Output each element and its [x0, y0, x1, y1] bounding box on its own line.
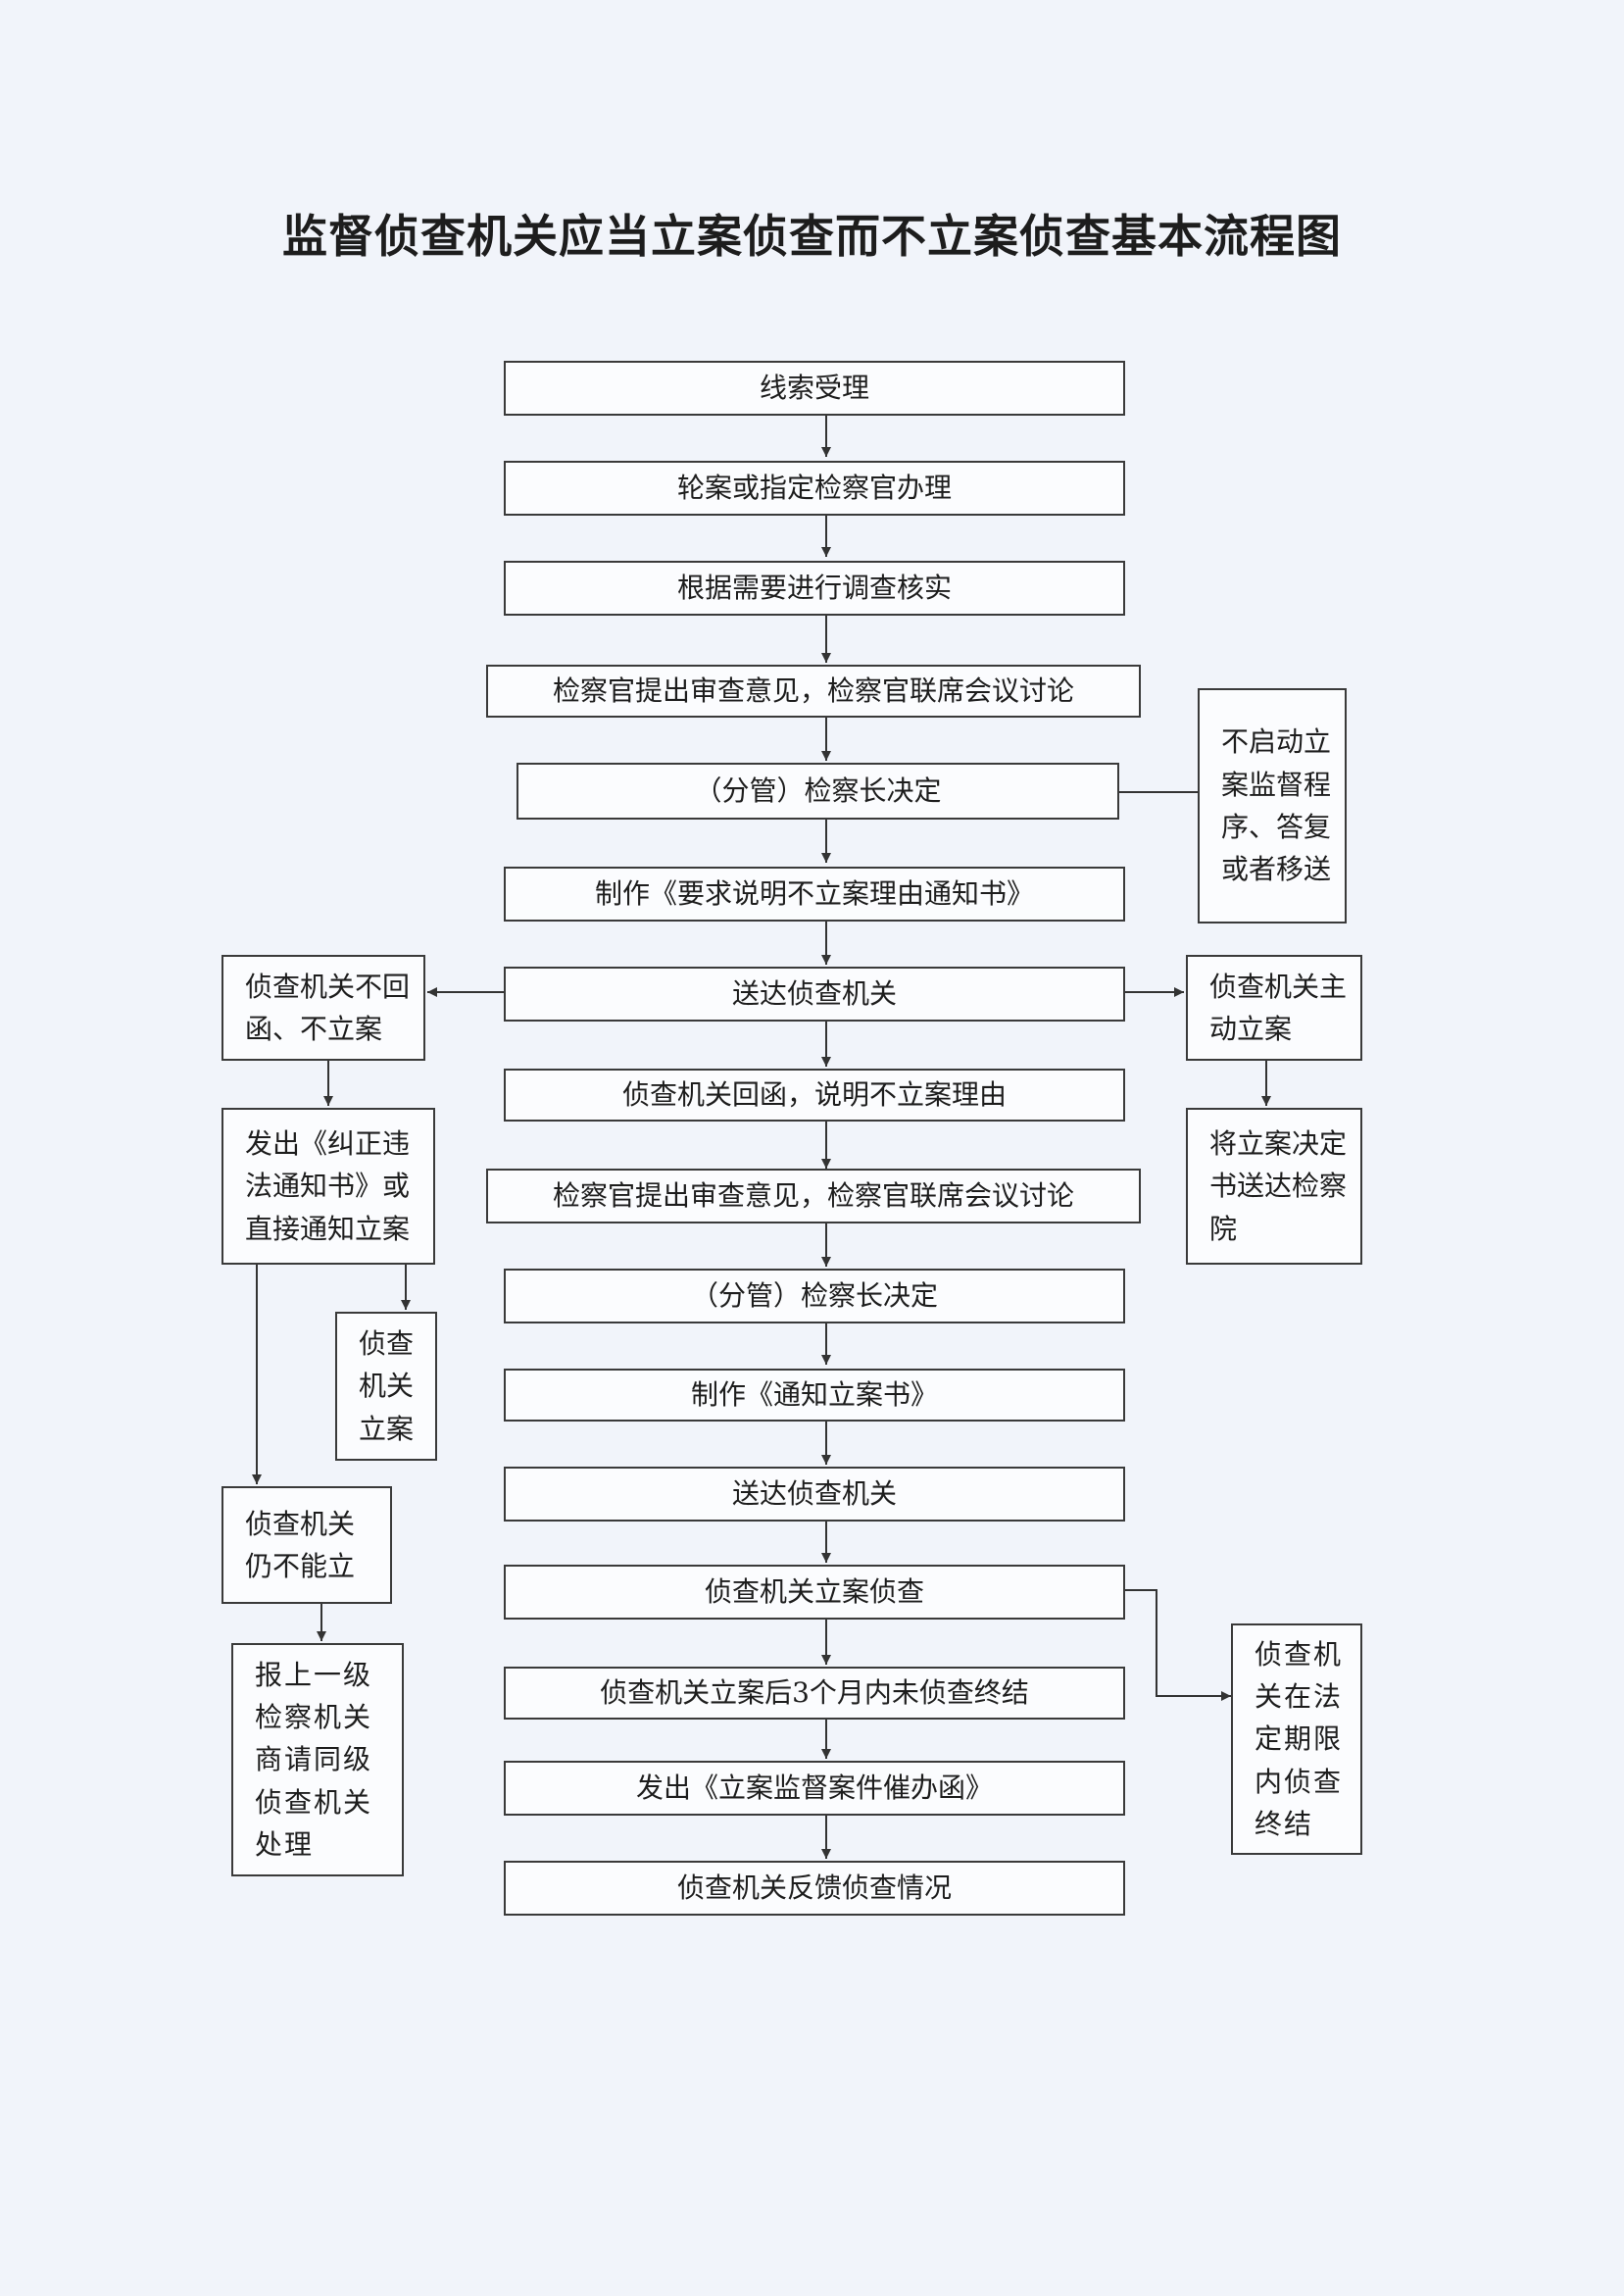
step-agency-feedback: 侦查机关反馈侦查情况: [504, 1861, 1125, 1916]
step-review-opinion-2: 检察官提出审查意见，检察官联席会议讨论: [486, 1169, 1141, 1223]
box-concluded-in-time: 侦查机关在法定期限内侦查终结: [1231, 1623, 1362, 1855]
box-agency-still-not-filed: 侦查机关仍不能立: [221, 1486, 392, 1604]
box-send-filing-decision: 将立案决定书送达检察院: [1186, 1108, 1362, 1265]
step-agency-reply: 侦查机关回函，说明不立案理由: [504, 1069, 1125, 1122]
box-not-start-supervision: 不启动立案监督程序、答复或者移送: [1198, 688, 1347, 923]
box-correction-notice: 发出《纠正违法通知书》或直接通知立案: [221, 1108, 435, 1265]
box-report-higher-level: 报上一级检察机关商请同级侦查机关处理: [231, 1643, 404, 1876]
flowchart-title: 监督侦查机关应当立案侦查而不立案侦查基本流程图: [282, 210, 1342, 263]
arrow-to-right-done: [1125, 1589, 1231, 1701]
step-review-opinion-1: 检察官提出审查意见，检察官联席会议讨论: [486, 665, 1141, 718]
step-investigate-verify: 根据需要进行调查核实: [504, 561, 1125, 616]
box-agency-no-reply: 侦查机关不回函、不立案: [221, 955, 425, 1061]
step-agency-files-case: 侦查机关立案侦查: [504, 1565, 1125, 1620]
step-draft-explain-notice: 制作《要求说明不立案理由通知书》: [504, 867, 1125, 922]
step-chief-decision-2: （分管）检察长决定: [504, 1269, 1125, 1323]
step-assign-prosecutor: 轮案或指定检察官办理: [504, 461, 1125, 516]
step-deliver-2: 送达侦查机关: [504, 1467, 1125, 1522]
step-issue-urge-letter: 发出《立案监督案件催办函》: [504, 1761, 1125, 1816]
box-agency-filed: 侦查机关立案: [335, 1312, 437, 1461]
step-not-concluded-3-months: 侦查机关立案后3个月内未侦查终结: [504, 1667, 1125, 1720]
step-draft-filing-notice: 制作《通知立案书》: [504, 1369, 1125, 1422]
step-clue-acceptance: 线索受理: [504, 361, 1125, 416]
step-chief-decision-1: （分管）检察长决定: [517, 763, 1119, 820]
step-deliver-1: 送达侦查机关: [504, 967, 1125, 1022]
box-agency-active-filing: 侦查机关主动立案: [1186, 955, 1362, 1061]
